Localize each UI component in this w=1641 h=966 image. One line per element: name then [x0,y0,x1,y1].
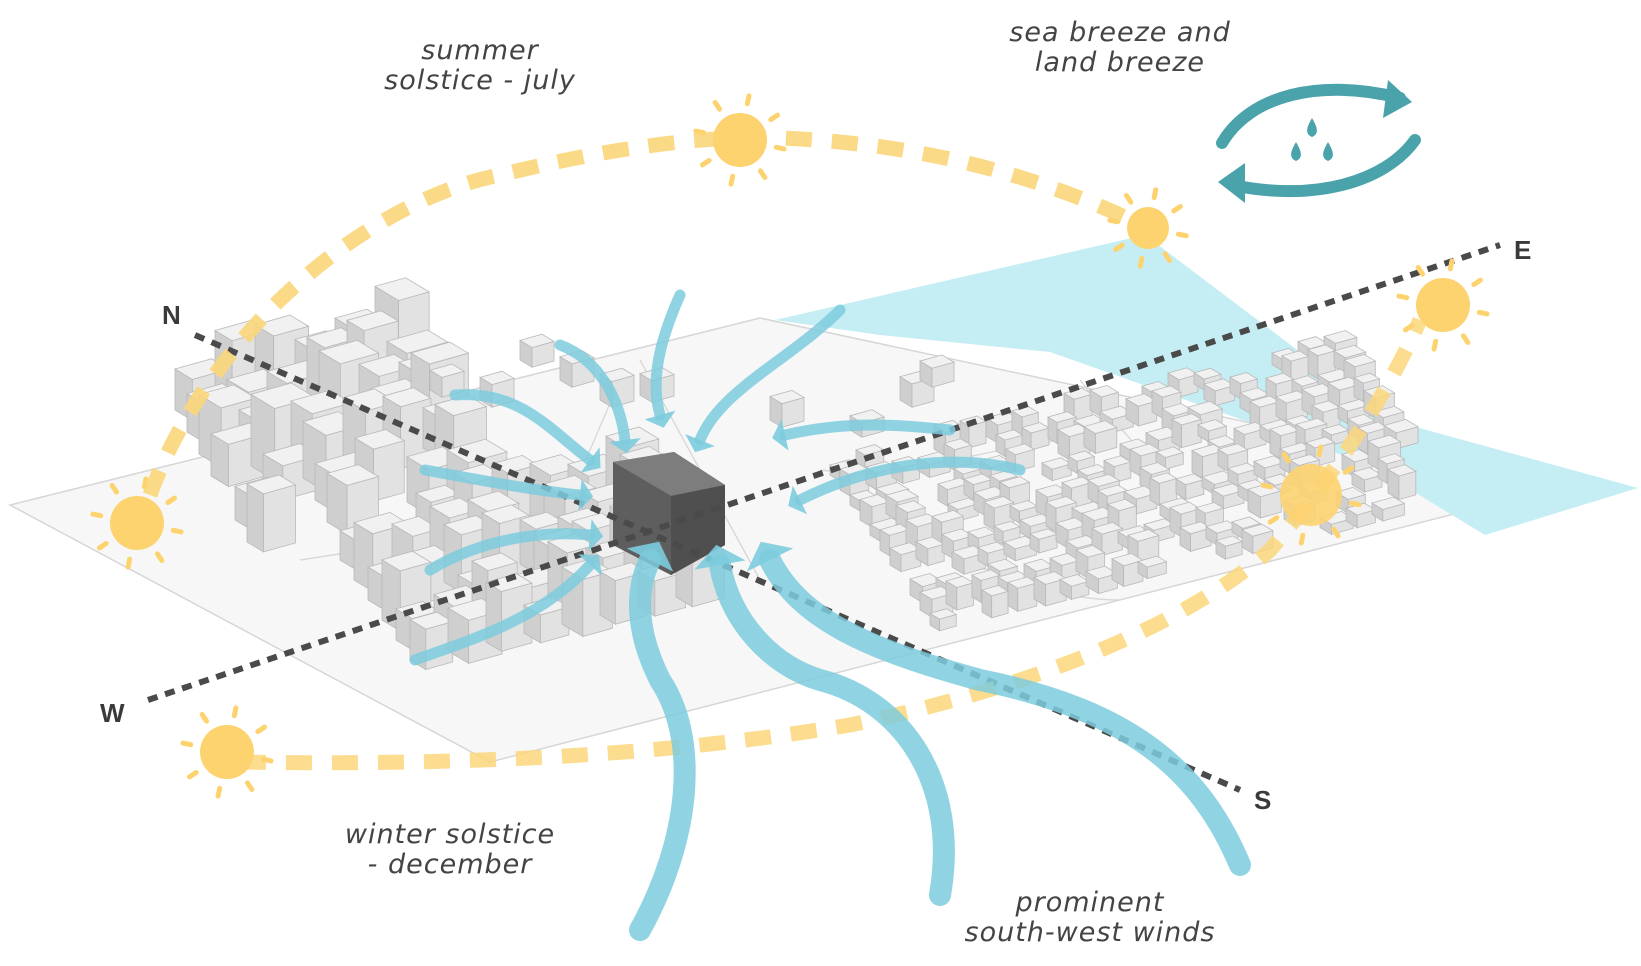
building [920,355,954,387]
building [520,334,554,367]
building [916,537,944,566]
sea-label-line1: sea breeze and [990,18,1250,48]
building [982,585,1008,617]
building [1346,503,1375,527]
building [1216,536,1242,559]
winter-solstice-label: winter solstice - december [330,820,570,880]
sea-label-line2: land breeze [990,48,1250,78]
building [1176,474,1204,500]
building [1172,414,1201,448]
compass-west-label: W [100,698,125,729]
building [930,609,956,631]
prominent-winds-label: prominent south-west winds [940,888,1240,948]
winter-label-line2: - december [330,850,570,880]
compass-south-label: S [1254,785,1271,816]
building [1008,577,1037,611]
sun-icon [183,708,271,796]
summer-label-line2: solstice - july [360,66,600,96]
winds-label-line1: prominent [940,888,1240,918]
breeze-cycle-icon [1218,80,1415,203]
sea-breeze-label: sea breeze and land breeze [990,18,1250,78]
compass-east-label: E [1514,235,1531,266]
compass-north-label: N [162,300,181,331]
winds-label-line2: south-west winds [940,918,1240,948]
winter-label-line1: winter solstice [330,820,570,850]
summer-label-line1: summer [360,36,600,66]
building [247,475,295,552]
summer-solstice-label: summer solstice - july [360,36,600,96]
building [1248,483,1281,517]
building [946,576,973,610]
building [1388,465,1416,500]
building [1030,529,1057,553]
building [770,390,804,427]
water-drop-icon [1291,118,1333,161]
building [1084,421,1117,454]
